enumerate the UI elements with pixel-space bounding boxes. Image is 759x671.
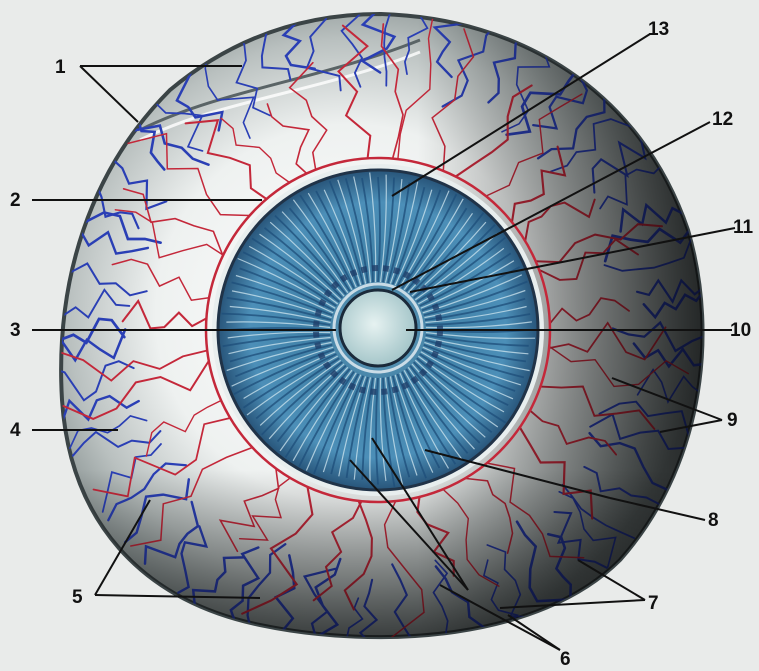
label-2: 2 [10, 191, 21, 210]
pupil-disc [340, 290, 416, 366]
label-10: 10 [730, 321, 751, 340]
label-1: 1 [55, 58, 66, 77]
label-8: 8 [708, 511, 719, 530]
label-5: 5 [72, 588, 83, 607]
label-13: 13 [648, 20, 669, 39]
label-11: 11 [733, 218, 753, 237]
label-12: 12 [712, 110, 733, 129]
label-7: 7 [648, 594, 659, 613]
label-3: 3 [10, 321, 21, 340]
label-4: 4 [10, 421, 21, 440]
leader-6b [508, 615, 560, 650]
leader-1b [80, 66, 138, 122]
label-6: 6 [560, 650, 571, 669]
label-9: 9 [727, 411, 738, 430]
